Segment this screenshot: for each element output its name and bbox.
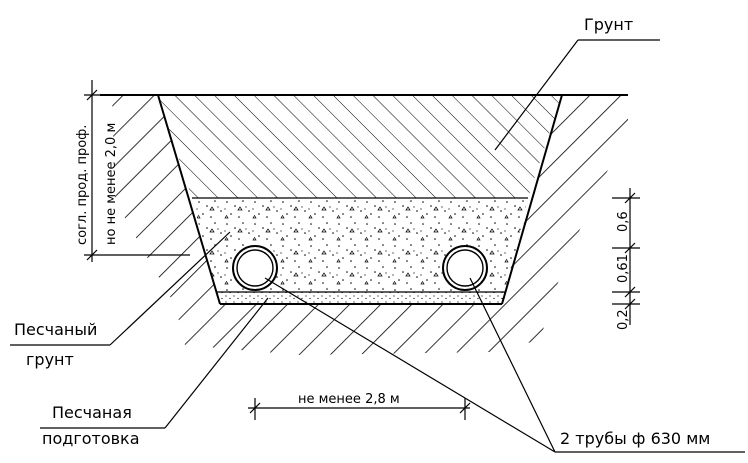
depth-dimension: согл. прод. проф. но не менее 2,0 м [75,80,190,262]
ground-callout: Грунт [494,15,660,151]
width-dim-label: не менее 2,8 м [298,392,400,407]
depth-label-2: но не менее 2,0 м [104,123,119,245]
depth-label-1: согл. прод. проф. [75,125,90,245]
sand-bed-layer [216,292,506,304]
right-dimension-chain: 0,6 0,61 0,2 [612,188,640,330]
pipe-right [442,245,488,291]
pipe-left [232,245,278,291]
sandy-soil-label-2: грунт [26,350,74,369]
sand-bed-label-1: Песчаная [52,403,132,422]
sandy-soil-label-1: Песчаный [14,320,97,339]
pipes-callout: 2 трубы ф 630 мм [264,277,745,453]
ground-label: Грунт [584,15,633,34]
backfill-soil [158,95,562,198]
dim-top-label: 0,6 [616,211,631,232]
dim-mid-label: 0,61 [616,254,631,283]
dim-bot-label: 0,2 [616,309,631,330]
sand-bed-label-2: подготовка [42,429,140,448]
sand-bed-callout: Песчаная подготовка [40,297,269,448]
width-dimension: не менее 2,8 м [248,392,471,420]
sandy-soil-callout: Песчаный грунт [10,231,231,369]
pipes-label: 2 трубы ф 630 мм [560,429,710,448]
